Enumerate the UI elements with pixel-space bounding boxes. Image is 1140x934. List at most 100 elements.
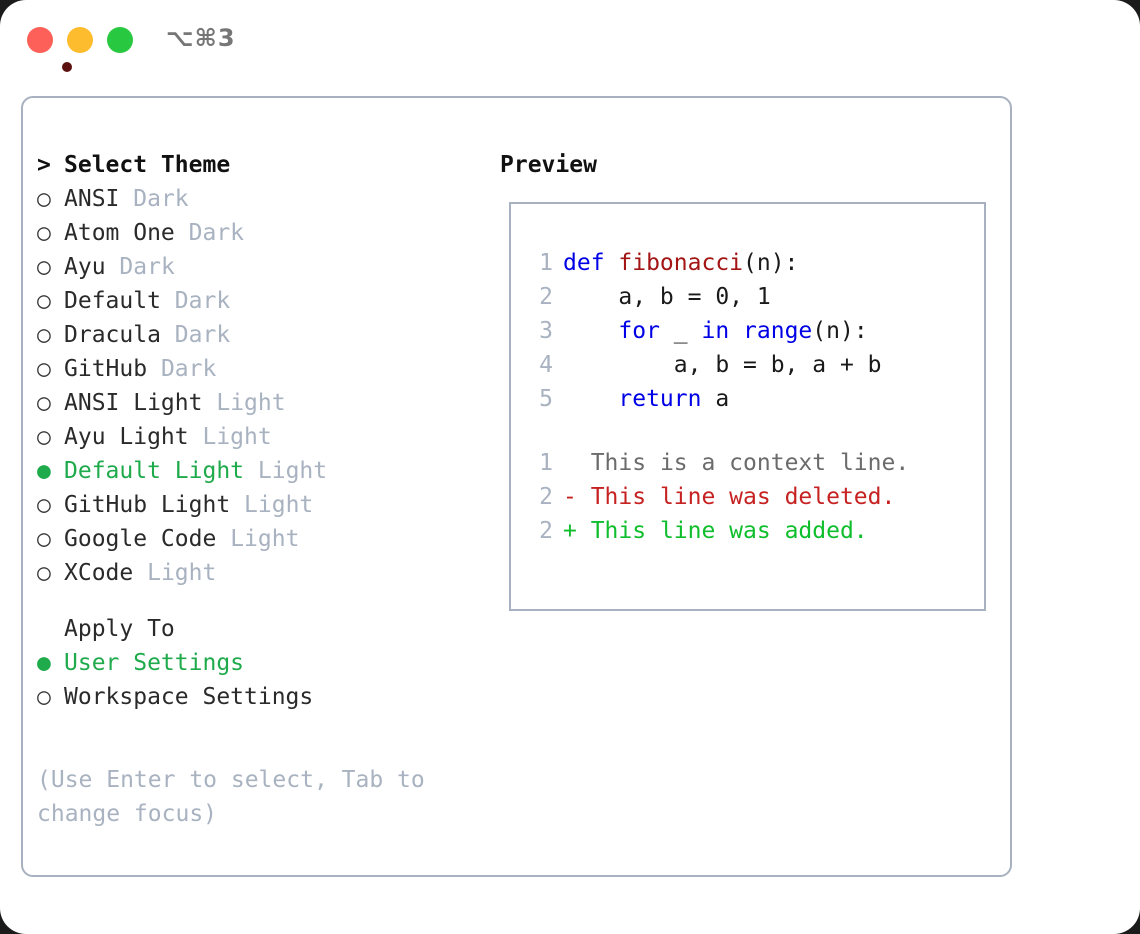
diff-sign: [563, 450, 591, 476]
code-token: [729, 318, 743, 344]
code-token: def: [563, 250, 619, 276]
radio-unselected-icon[interactable]: ○: [37, 322, 51, 348]
theme-name-label: Default Light: [64, 458, 245, 484]
theme-list: ○ ANSI Dark ○ Atom One Dark ○ Ayu Dark ○ Defaul…: [37, 182, 477, 590]
diff-line: 2- This line was deleted.: [525, 480, 909, 514]
theme-label-spacer: [189, 424, 203, 450]
radio-unselected-icon[interactable]: ○: [37, 526, 51, 552]
theme-list-item[interactable]: ○ Default Dark: [37, 284, 477, 318]
code-line: 3 for _ in range(n):: [525, 314, 909, 348]
radio-unselected-icon[interactable]: ○: [37, 254, 51, 280]
apply-to-option-label: Workspace Settings: [64, 684, 314, 710]
code-diff-spacer: [525, 416, 909, 446]
radio-unselected-icon[interactable]: ○: [37, 186, 51, 212]
radio-unselected-icon[interactable]: ○: [37, 424, 51, 450]
preview-header-label: Preview: [500, 152, 597, 178]
diff-block: 1 This is a context line. 2- This line wa…: [525, 446, 909, 548]
theme-list-item[interactable]: ●Default Light Light: [37, 454, 477, 488]
radio-unselected-icon[interactable]: ○: [37, 684, 51, 710]
theme-list-item[interactable]: ○ Ayu Light Light: [37, 420, 477, 454]
code-token: a, b = 0, 1: [563, 284, 771, 310]
code-line: 1 def fibonacci(n):: [525, 246, 909, 280]
apply-to-header-indent: [37, 612, 64, 646]
theme-list-item[interactable]: ○Atom One Dark: [37, 216, 477, 250]
minimize-icon[interactable]: [67, 27, 93, 53]
theme-label-spacer: [202, 390, 216, 416]
theme-name-label: ANSI: [64, 186, 120, 212]
theme-list-item[interactable]: ○ Ayu Dark: [37, 250, 477, 284]
line-number: 2: [539, 484, 553, 510]
theme-variant-tag: Dark: [160, 356, 217, 382]
line-number: 1: [539, 250, 553, 276]
apply-to-list-item[interactable]: ● User Settings: [37, 646, 477, 680]
theme-label-spacer: [147, 356, 161, 382]
theme-label-spacer: [244, 458, 258, 484]
radio-unselected-icon[interactable]: ○: [37, 288, 51, 314]
theme-variant-tag: Light: [230, 526, 300, 552]
radio-unselected-icon[interactable]: ○: [37, 220, 51, 246]
theme-variant-tag: Dark: [174, 288, 231, 314]
code-line: 5 return a: [525, 382, 909, 416]
theme-list-item[interactable]: ○GitHub Dark: [37, 352, 477, 386]
theme-variant-tag: Light: [147, 560, 217, 586]
diff-line: 2+ This line was added.: [525, 514, 909, 548]
apply-to-section: Apply To ● User Settings ○ Workspace Settin…: [37, 612, 477, 714]
code-token: [563, 318, 618, 344]
line-number: 5: [539, 386, 553, 412]
code-token: [563, 386, 618, 412]
theme-list-item[interactable]: ○XCode Light: [37, 556, 477, 590]
theme-list-item[interactable]: ○Dracula Dark: [37, 318, 477, 352]
diff-text: This line was added.: [590, 518, 868, 544]
theme-name-label: Default: [64, 288, 161, 314]
theme-name-label: Dracula: [64, 322, 161, 348]
code-token: range: [743, 318, 813, 344]
code-line: 2 a, b = 0, 1: [525, 280, 909, 314]
select-theme-header-label: Select Theme: [64, 152, 231, 178]
close-icon[interactable]: [27, 27, 72, 72]
theme-variant-tag: Light: [216, 390, 286, 416]
code-token: (n):: [812, 318, 868, 344]
theme-list-item[interactable]: ○ ANSI Light Light: [37, 386, 477, 420]
code-token: fibonacci: [618, 250, 744, 276]
line-number: 1: [539, 450, 553, 476]
code-token: (n):: [743, 250, 799, 276]
apply-to-header: Apply To: [37, 612, 477, 646]
theme-name-label: Ayu: [64, 254, 106, 280]
radio-selected-icon[interactable]: ●: [37, 458, 51, 484]
radio-unselected-icon[interactable]: ○: [37, 492, 51, 518]
theme-variant-tag: Dark: [119, 254, 175, 280]
apply-to-option-label: User Settings: [64, 650, 245, 676]
code-token: return: [618, 386, 702, 412]
diff-text: This is a context line.: [590, 450, 910, 476]
theme-name-label: Ayu Light: [64, 424, 189, 450]
theme-variant-tag: Light: [202, 424, 272, 450]
theme-name-label: Atom One: [64, 220, 175, 246]
line-number: 4: [539, 352, 553, 378]
theme-list-item[interactable]: ○Google Code Light: [37, 522, 477, 556]
line-number: 2: [539, 518, 553, 544]
radio-unselected-icon[interactable]: ○: [37, 390, 51, 416]
apply-to-list-item[interactable]: ○ Workspace Settings: [37, 680, 477, 714]
theme-label-spacer: [161, 288, 175, 314]
theme-name-label: GitHub Light: [64, 492, 231, 518]
theme-label-spacer: [106, 254, 120, 280]
maximize-icon[interactable]: [107, 27, 133, 53]
code-token: a, b = b, a + b: [563, 352, 882, 378]
title-bar: ⌥⌘3: [0, 0, 1140, 78]
theme-list-item[interactable]: ○ANSI Dark: [37, 182, 477, 216]
radio-selected-icon[interactable]: ●: [37, 650, 51, 676]
radio-unselected-icon[interactable]: ○: [37, 560, 51, 586]
theme-selector-column: > Select Theme ○ANSI Dark○Atom One Dark○…: [37, 148, 477, 714]
radio-unselected-icon[interactable]: ○: [37, 356, 51, 382]
theme-list-item[interactable]: ○GitHub Light Light: [37, 488, 477, 522]
theme-name-label: ANSI Light: [64, 390, 203, 416]
theme-label-spacer: [133, 560, 147, 586]
diff-text: This line was deleted.: [590, 484, 896, 510]
select-theme-header: > Select Theme: [37, 148, 477, 182]
theme-label-spacer: [175, 220, 189, 246]
focus-caret-icon: >: [37, 152, 65, 178]
code-line: 4 a, b = b, a + b: [525, 348, 909, 382]
